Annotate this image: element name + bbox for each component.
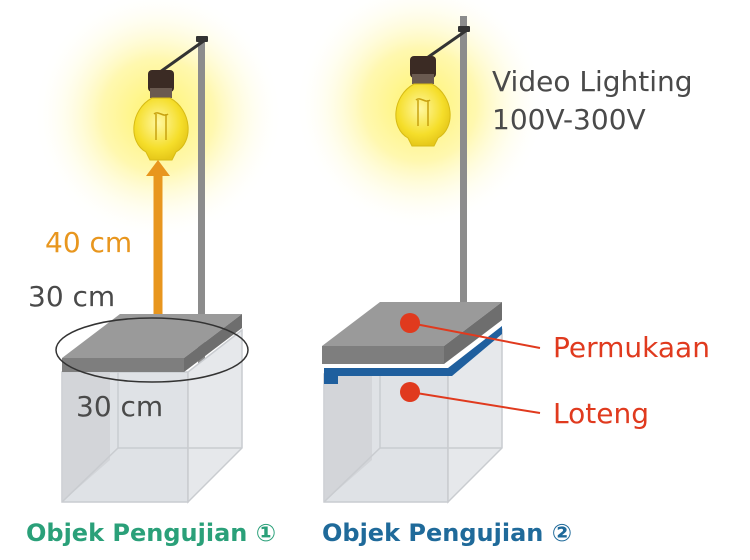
floor-leader-line bbox=[409, 391, 541, 414]
lamp-arm-2 bbox=[423, 28, 468, 62]
depth-dimension-label: 30 cm bbox=[76, 390, 164, 423]
support-pole-1 bbox=[198, 40, 205, 480]
caption-object-1: Objek Pengujian ① bbox=[26, 519, 277, 547]
blue-frame bbox=[324, 326, 502, 384]
lamp-label-line2: 100V-300V bbox=[492, 103, 646, 136]
test-setup-2 bbox=[295, 0, 545, 504]
light-bulb-icon bbox=[133, 70, 189, 161]
support-pole-2 bbox=[460, 16, 467, 316]
lamp-arm-1 bbox=[159, 38, 206, 74]
surface-leader-line bbox=[409, 322, 541, 349]
test-setup-1 bbox=[33, 0, 283, 504]
lamp-label-line1: Video Lighting bbox=[492, 65, 693, 98]
light-bulb-icon bbox=[395, 56, 451, 147]
surface-label: Permukaan bbox=[553, 331, 710, 364]
height-dimension-label: 40 cm bbox=[45, 226, 133, 259]
width-dimension-label: 30 cm bbox=[28, 280, 116, 313]
caption-object-2: Objek Pengujian ② bbox=[322, 519, 573, 547]
floor-label: Loteng bbox=[553, 397, 649, 430]
measurement-ellipse bbox=[55, 317, 249, 383]
test-plate-1 bbox=[62, 314, 242, 372]
glass-enclosure-1 bbox=[61, 328, 243, 504]
